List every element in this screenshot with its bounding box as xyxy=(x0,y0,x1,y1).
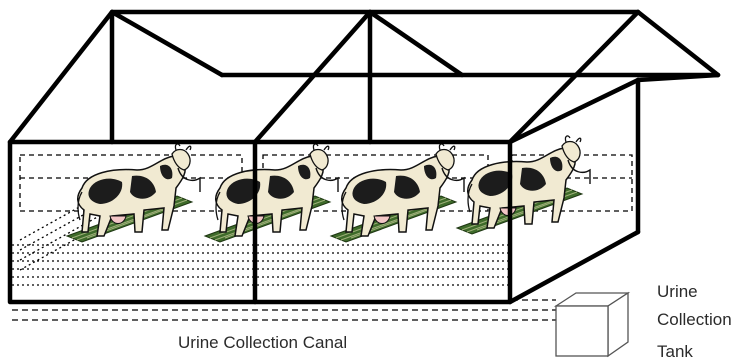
tank-label-line2: Collection xyxy=(657,311,731,328)
cow-3 xyxy=(331,144,464,242)
cow-2 xyxy=(205,144,338,242)
tank-label-line3: Tank xyxy=(657,343,693,360)
canal-label: Urine Collection Canal xyxy=(178,334,347,351)
cow-1 xyxy=(67,144,200,242)
shed-frame xyxy=(10,12,718,302)
tank-label-line1: Urine xyxy=(657,283,698,300)
urine-collection-tank xyxy=(556,293,628,356)
cow-4 xyxy=(457,136,590,234)
